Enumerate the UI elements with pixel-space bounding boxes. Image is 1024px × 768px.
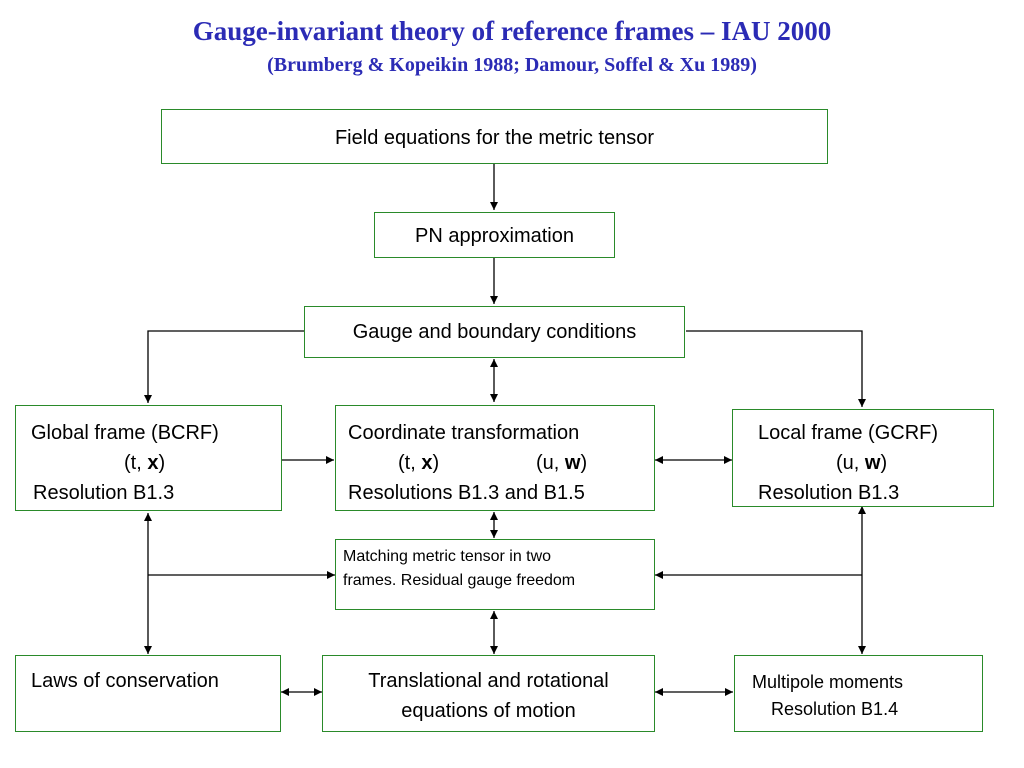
global-frame-box: Global frame (BCRF) (t, x) Resolution B1… [15, 405, 282, 511]
coordinate-transformation-box: Coordinate transformation (t, x) (u, w) … [335, 405, 655, 511]
matching-metric-line2: frames. Residual gauge freedom [343, 572, 576, 589]
gauge-conditions-label: Gauge and boundary conditions [352, 321, 637, 343]
global-frame-coords: (t, x) [124, 452, 166, 474]
coordinate-transformation-title: Coordinate transformation [348, 422, 580, 444]
arrow-gauge-to-local [686, 330, 866, 407]
pn-approximation-label: PN approximation [415, 225, 574, 247]
local-frame-coords: (u, w) [836, 452, 888, 474]
matching-metric-box: Matching metric tensor in two frames. Re… [335, 539, 655, 610]
gauge-conditions-box: Gauge and boundary conditions [304, 306, 685, 358]
local-frame-title: Local frame (GCRF) [758, 422, 939, 444]
page-subtitle: (Brumberg & Kopeikin 1988; Damour, Soffe… [267, 54, 757, 76]
coordinate-transformation-resolutions: Resolutions B1.3 and B1.5 [348, 482, 585, 504]
coordinate-transformation-coords: (t, x) (u, w) [398, 452, 588, 474]
field-equations-label: Field equations for the metric tensor [334, 127, 655, 149]
arrow-gauge-to-global [144, 330, 304, 403]
pn-approximation-box: PN approximation [374, 212, 615, 258]
multipole-moments-line1: Multipole moments [752, 672, 904, 692]
multipole-moments-box: Multipole moments Resolution B1.4 [734, 655, 983, 732]
page-title: Gauge-invariant theory of reference fram… [192, 16, 832, 46]
global-frame-resolution: Resolution B1.3 [33, 482, 175, 504]
laws-of-conservation-label: Laws of conservation [31, 670, 219, 692]
local-frame-resolution: Resolution B1.3 [758, 482, 900, 504]
global-frame-title: Global frame (BCRF) [31, 422, 219, 444]
laws-of-conservation-box: Laws of conservation [15, 655, 281, 732]
multipole-moments-line2: Resolution B1.4 [771, 699, 899, 719]
local-frame-box: Local frame (GCRF) (u, w) Resolution B1.… [732, 409, 994, 507]
matching-metric-line1: Matching metric tensor in two [343, 548, 552, 565]
equations-of-motion-line1: Translational and rotational [368, 670, 609, 692]
equations-of-motion-box: Translational and rotational equations o… [322, 655, 655, 732]
equations-of-motion-line2: equations of motion [401, 700, 576, 722]
field-equations-box: Field equations for the metric tensor [161, 109, 828, 164]
